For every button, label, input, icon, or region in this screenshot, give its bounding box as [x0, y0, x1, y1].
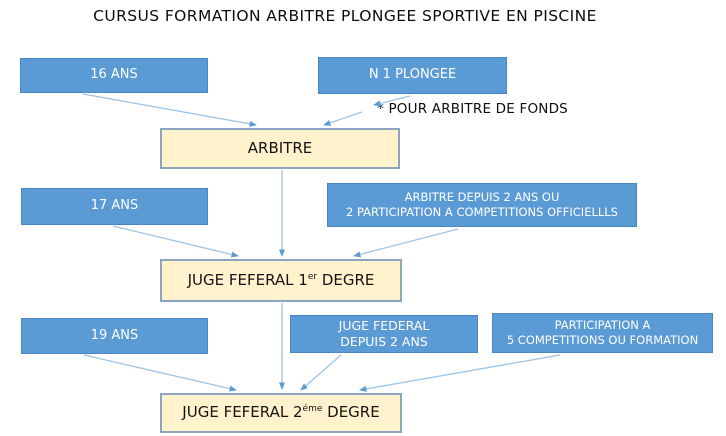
box-arbitre-depuis-2-ans-line1: ARBITRE DEPUIS 2 ANS OU: [404, 190, 560, 205]
box-17-ans-label: 17 ANS: [90, 198, 139, 214]
box-participation-5-competitions-line1: PARTICIPATION A: [554, 318, 651, 333]
box-juge-federal-depuis-2-ans-line1: JUGE FEDERAL: [338, 317, 430, 333]
footnote-pour-arbitre-de-fonds: * POUR ARBITRE DE FONDS: [377, 101, 568, 117]
box-n1-plongee-label: N 1 PLONGEE: [368, 67, 457, 83]
arrow-footnote-to-arbitre: [323, 111, 363, 126]
box-arbitre-label: ARBITRE: [247, 138, 313, 157]
box-participation-5-competitions-line2: 5 COMPETITIONS OU FORMATION: [506, 333, 699, 347]
arrow-19ans-to-juge2: [83, 354, 237, 392]
arrow-jugedepuis-to-juge2: [300, 354, 342, 391]
arrow-arbitredepuis-to-juge1: [353, 228, 459, 258]
arrow-17ans-to-juge1: [112, 225, 239, 258]
box-17-ans: 17 ANS: [21, 188, 208, 225]
box-n1-plongee: N 1 PLONGEE: [318, 57, 507, 94]
box-19-ans: 19 ANS: [21, 318, 208, 354]
box-16-ans-label: 16 ANS: [90, 67, 138, 83]
box-16-ans: 16 ANS: [20, 58, 208, 93]
box-arbitre-depuis-2-ans-line2: 2 PARTICIPATION A COMPETITIONS OFFICIELL…: [346, 205, 618, 219]
box-juge-federal-depuis-2-ans-line2: DEPUIS 2 ANS: [340, 334, 428, 349]
box-participation-5-competitions: PARTICIPATION A 5 COMPETITIONS OU FORMAT…: [492, 313, 713, 353]
box-arbitre-depuis-2-ans: ARBITRE DEPUIS 2 ANS OU 2 PARTICIPATION …: [327, 183, 637, 227]
box-juge-federal-1er-degre-label: JUGE FEFERAL 1er DEGRE: [187, 270, 375, 289]
arrow-participation-to-juge2: [359, 354, 561, 392]
box-juge-federal-2eme-degre: JUGE FEFERAL 2éme DEGRE: [160, 393, 402, 433]
diagram-title: CURSUS FORMATION ARBITRE PLONGEE SPORTIV…: [93, 7, 597, 25]
arrow-16ans-to-arbitre: [82, 93, 257, 127]
box-juge-federal-2eme-degre-label: JUGE FEFERAL 2éme DEGRE: [182, 403, 380, 422]
box-arbitre: ARBITRE: [160, 128, 400, 169]
box-juge-federal-1er-degre: JUGE FEFERAL 1er DEGRE: [160, 259, 402, 302]
box-juge-federal-depuis-2-ans: JUGE FEDERAL DEPUIS 2 ANS: [290, 315, 478, 353]
box-19-ans-label: 19 ANS: [90, 327, 139, 343]
